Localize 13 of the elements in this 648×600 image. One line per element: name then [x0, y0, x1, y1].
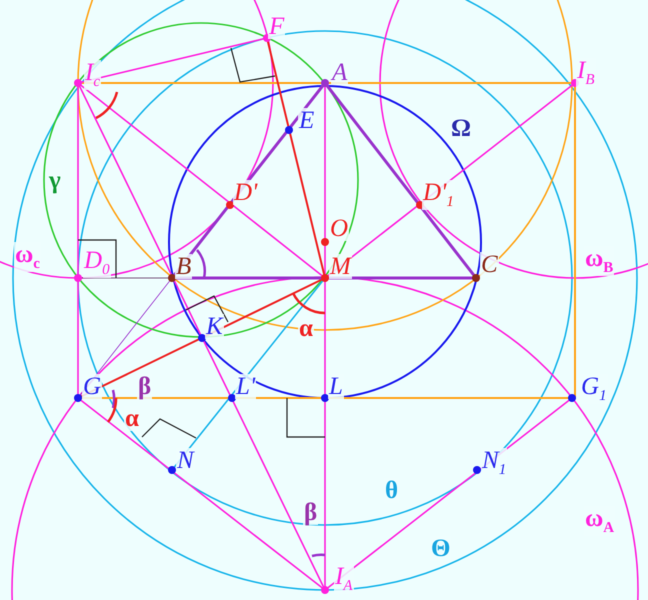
point-label: L' [235, 374, 256, 399]
point-label: D' [233, 180, 258, 205]
point-label: I$_{c}$ [84, 60, 101, 90]
point-label: B [175, 254, 192, 279]
point-label: K [205, 314, 224, 339]
point-label: G [82, 374, 102, 399]
angle-label: β [303, 500, 318, 525]
angle-label: β [137, 374, 152, 399]
point-label: D'$_{1}$ [422, 180, 455, 210]
circle-label: ω$_{c}$ [14, 242, 41, 272]
point-label: C [480, 252, 499, 277]
point-label: M [329, 254, 352, 279]
point-label: I$_{A}$ [334, 564, 354, 594]
